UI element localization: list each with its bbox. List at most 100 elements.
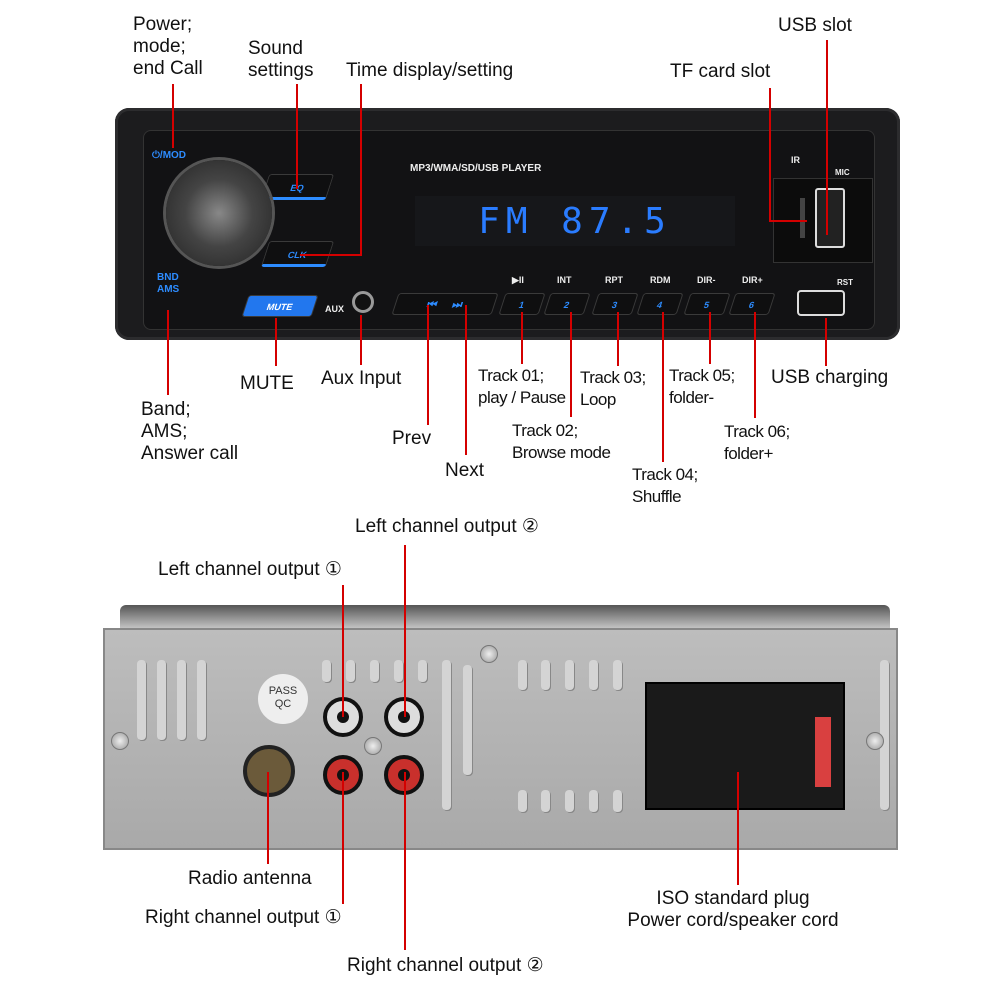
vent-slot: [394, 660, 403, 682]
screw: [111, 732, 129, 750]
callout-track-03: Track 03;Loop: [580, 368, 646, 409]
vent-slot: [880, 660, 889, 810]
vent-slot: [157, 660, 166, 740]
ams-button-label[interactable]: AMS: [157, 284, 180, 295]
leader-line: [342, 585, 344, 717]
vent-slot: [565, 790, 574, 812]
leader-line: [404, 772, 406, 950]
leader-line: [300, 254, 362, 256]
leader-line: [342, 772, 344, 904]
preset-2-button[interactable]: 2: [543, 293, 591, 315]
callout-track-02: Track 02;Browse mode: [512, 421, 611, 462]
vent-slot: [613, 660, 622, 690]
vent-slot: [177, 660, 186, 740]
vent-slot: [463, 665, 472, 775]
leader-line: [360, 84, 362, 256]
callout-track-05: Track 05;folder-: [669, 366, 735, 407]
callout-aux: Aux Input: [321, 368, 402, 389]
preset-3-label: RPT: [605, 275, 623, 285]
callout-prev: Prev: [392, 428, 432, 449]
leader-line: [769, 220, 807, 222]
vent-slot: [541, 790, 550, 812]
preset-6-button[interactable]: 6: [728, 293, 776, 315]
usb-charging-port[interactable]: [797, 290, 845, 316]
callout-track-01: Track 01;play / Pause: [478, 366, 566, 407]
callout-left-output-2: Left channel output ②: [355, 516, 539, 537]
leader-line: [662, 312, 664, 462]
iso-connector: [645, 682, 845, 810]
leader-line: [617, 312, 619, 366]
leader-line: [825, 318, 827, 366]
leader-line: [521, 312, 523, 364]
preset-2-label: INT: [557, 275, 572, 285]
rca-right-2: [384, 755, 424, 795]
vent-slot: [589, 660, 598, 690]
vent-slot: [589, 790, 598, 812]
vent-slot: [370, 660, 379, 682]
screw: [364, 737, 382, 755]
leader-line: [296, 84, 298, 189]
vent-slot: [197, 660, 206, 740]
preset-4-button[interactable]: 4: [636, 293, 684, 315]
aux-jack[interactable]: [352, 291, 374, 313]
preset-3-button[interactable]: 3: [591, 293, 639, 315]
mod-button-label[interactable]: ⏻/MOD: [152, 150, 187, 161]
leader-line: [709, 312, 711, 364]
vent-slot: [418, 660, 427, 682]
vent-slot: [518, 660, 527, 690]
callout-right-output-2: Right channel output ②: [347, 955, 544, 976]
screw: [866, 732, 884, 750]
callout-tf-card: TF card slot: [670, 61, 771, 82]
vent-slot: [518, 790, 527, 812]
volume-knob[interactable]: [166, 160, 272, 266]
leader-line: [737, 772, 739, 885]
callout-right-output-1: Right channel output ①: [145, 907, 342, 928]
leader-line: [360, 315, 362, 365]
callout-power: Power;mode;end Call: [133, 14, 203, 79]
lcd-display: FM 87.5: [415, 196, 735, 246]
prev-next-button[interactable]: ⏮ ⏭: [391, 293, 499, 315]
callout-usb-slot: USB slot: [778, 15, 852, 36]
vent-slot: [613, 790, 622, 812]
vent-slot: [541, 660, 550, 690]
callout-time-display: Time display/setting: [346, 60, 514, 81]
tf-card-slot[interactable]: [800, 198, 805, 238]
callout-usb-charging: USB charging: [771, 367, 889, 388]
preset-5-button[interactable]: 5: [683, 293, 731, 315]
screw: [480, 645, 498, 663]
leader-line: [267, 772, 269, 864]
antenna-socket: [243, 745, 295, 797]
vent-slot: [137, 660, 146, 740]
bnd-button-label[interactable]: BND: [157, 272, 179, 283]
callout-track-04: Track 04;Shuffle: [632, 465, 698, 506]
leader-line: [769, 88, 771, 222]
panel-label: MP3/WMA/SD/USB PLAYER: [410, 163, 542, 174]
aux-label: AUX: [325, 304, 345, 314]
vent-slot: [322, 660, 331, 682]
usb-slot[interactable]: [815, 188, 845, 248]
leader-line: [465, 305, 467, 455]
leader-line: [570, 312, 572, 417]
fuse: [815, 717, 831, 787]
mic-label: MIC: [835, 168, 850, 177]
preset-6-label: DIR+: [742, 275, 763, 285]
vent-slot: [346, 660, 355, 682]
leader-line: [404, 545, 406, 717]
callout-antenna: Radio antenna: [188, 868, 312, 889]
preset-1-label: ▶II: [512, 275, 524, 285]
leader-line: [172, 84, 174, 148]
leader-line: [275, 318, 277, 366]
preset-5-label: DIR-: [697, 275, 716, 285]
next-icon[interactable]: ⏭: [450, 299, 465, 311]
chassis-top-edge: [120, 605, 890, 630]
leader-line: [826, 40, 828, 235]
vent-slot: [565, 660, 574, 690]
rst-label: RST: [837, 278, 853, 287]
ir-label: IR: [791, 155, 800, 165]
callout-track-06: Track 06;folder+: [724, 422, 790, 463]
leader-line: [754, 312, 756, 418]
mute-button[interactable]: MUTE: [241, 295, 319, 317]
